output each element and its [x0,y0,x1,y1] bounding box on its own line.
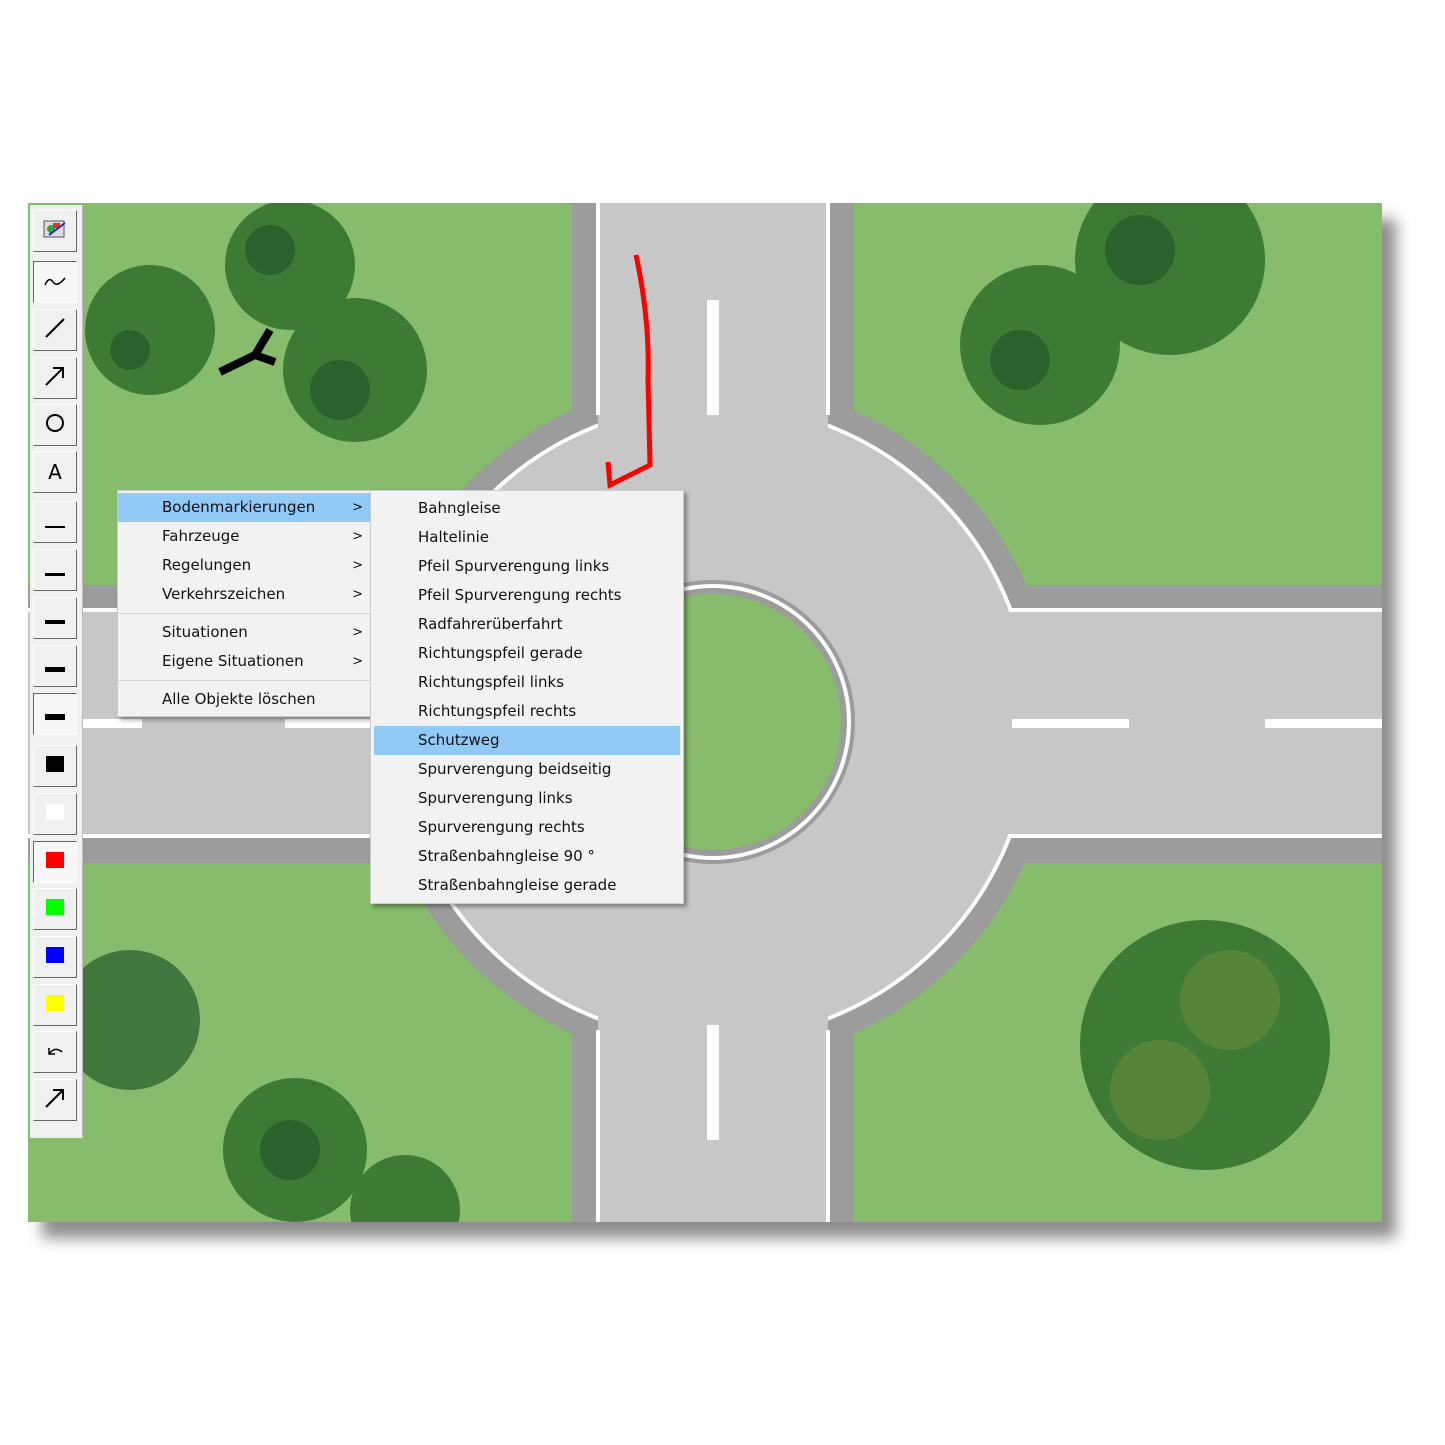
submenu-item[interactable]: Spurverengung links [374,784,680,813]
submenu-item-label: Spurverengung beidseitig [418,760,612,778]
submenu-item[interactable]: Spurverengung rechts [374,813,680,842]
line-width-icon [45,513,65,532]
color-blue-button[interactable] [33,936,77,978]
line-icon [44,317,66,343]
menu-item-verkehrszeichen[interactable]: Verkehrszeichen > [118,580,371,609]
tool-palette: A [30,205,83,1138]
submenu-item[interactable]: Haltelinie [374,523,680,552]
color-green-button[interactable] [33,888,77,930]
submenu-item-label: Richtungspfeil gerade [418,644,583,662]
submenu-item[interactable]: Radfahrerüberfahrt [374,610,680,639]
width-1-button[interactable] [33,501,77,543]
circle-icon [44,412,66,438]
color-black-button[interactable] [33,745,77,787]
submenu-item-label: Haltelinie [418,528,489,546]
menu-item-eigene-situationen[interactable]: Eigene Situationen > [118,647,371,676]
freehand-icon [43,273,67,292]
submenu-item-label: Pfeil Spurverengung links [418,557,610,575]
color-red-button[interactable] [33,841,77,883]
submenu-item-label: Spurverengung links [418,789,573,807]
pointer-arrow-icon [44,1087,66,1113]
chevron-right-icon: > [352,500,363,515]
width-2-button[interactable] [33,549,77,591]
color-swatch-icon [46,995,64,1015]
color-swatch-icon [46,804,64,824]
submenu-item-label: Straßenbahngleise 90 ° [418,847,595,865]
chevron-right-icon: > [352,558,363,573]
menu-item-label: Regelungen [162,556,252,574]
color-swatch-icon [46,756,64,776]
submenu-item[interactable]: Pfeil Spurverengung rechts [374,581,680,610]
color-swatch-icon [46,899,64,919]
image-tool-button[interactable] [33,210,77,252]
submenu-item-label: Bahngleise [418,499,501,517]
submenu-item-label: Radfahrerüberfahrt [418,615,563,633]
red-drawing [605,254,653,489]
submenu-item-label: Schutzweg [418,731,500,749]
submenu-item-label: Pfeil Spurverengung rechts [418,586,622,604]
menu-item-regelungen[interactable]: Regelungen > [118,551,371,580]
menu-item-bodenmarkierungen[interactable]: Bodenmarkierungen > [118,493,371,522]
color-swatch-icon [46,852,64,872]
line-width-icon [45,561,65,580]
arrow-icon [44,365,66,391]
line-width-icon [45,705,65,724]
submenu-item[interactable]: Bahngleise [374,494,680,523]
chevron-right-icon: > [352,625,363,640]
chevron-right-icon: > [352,654,363,669]
submenu-item[interactable]: Straßenbahngleise gerade [374,871,680,900]
text-tool-button[interactable]: A [33,451,77,493]
undo-icon [45,1043,65,1062]
submenu-item-label: Straßenbahngleise gerade [418,876,617,894]
arrow-tool-button[interactable] [33,357,77,399]
submenu-item[interactable]: Pfeil Spurverengung links [374,552,680,581]
submenu-item[interactable]: Richtungspfeil rechts [374,697,680,726]
menu-item-label: Verkehrszeichen [162,585,286,603]
menu-separator [118,613,371,614]
color-yellow-button[interactable] [33,984,77,1026]
menu-item-fahrzeuge[interactable]: Fahrzeuge > [118,522,371,551]
submenu-item-label: Spurverengung rechts [418,818,585,836]
context-menu: Bodenmarkierungen > Fahrzeuge > Regelungen… [117,490,372,717]
width-5-button[interactable] [33,693,77,735]
submenu-item[interactable]: Schutzweg [374,726,680,755]
trees [60,203,1330,1222]
menu-item-situationen[interactable]: Situationen > [118,618,371,647]
submenu-item-label: Richtungspfeil rechts [418,702,577,720]
menu-item-label: Bodenmarkierungen [162,498,316,516]
picture-icon [43,219,67,243]
menu-item-label: Fahrzeuge [162,527,240,545]
submenu-item-label: Richtungspfeil links [418,673,565,691]
line-tool-button[interactable] [33,309,77,351]
menu-item-label: Alle Objekte löschen [162,690,316,708]
line-width-icon [45,609,65,628]
undo-button[interactable] [33,1031,77,1073]
submenu-item[interactable]: Richtungspfeil gerade [374,639,680,668]
menu-item-alle-objekte-loeschen[interactable]: Alle Objekte löschen [118,685,371,714]
chevron-right-icon: > [352,529,363,544]
submenu-item[interactable]: Straßenbahngleise 90 ° [374,842,680,871]
ellipse-tool-button[interactable] [33,404,77,446]
text-icon: A [48,460,62,484]
color-swatch-icon [46,947,64,967]
width-4-button[interactable] [33,645,77,687]
menu-item-label: Situationen [162,623,248,641]
select-button[interactable] [33,1079,77,1121]
color-white-button[interactable] [33,793,77,835]
menu-separator [118,680,371,681]
chevron-right-icon: > [352,587,363,602]
width-3-button[interactable] [33,597,77,639]
submenu-item[interactable]: Spurverengung beidseitig [374,755,680,784]
submenu-item[interactable]: Richtungspfeil links [374,668,680,697]
line-width-icon [45,657,65,676]
menu-item-label: Eigene Situationen [162,652,304,670]
freehand-tool-button[interactable] [33,261,77,303]
